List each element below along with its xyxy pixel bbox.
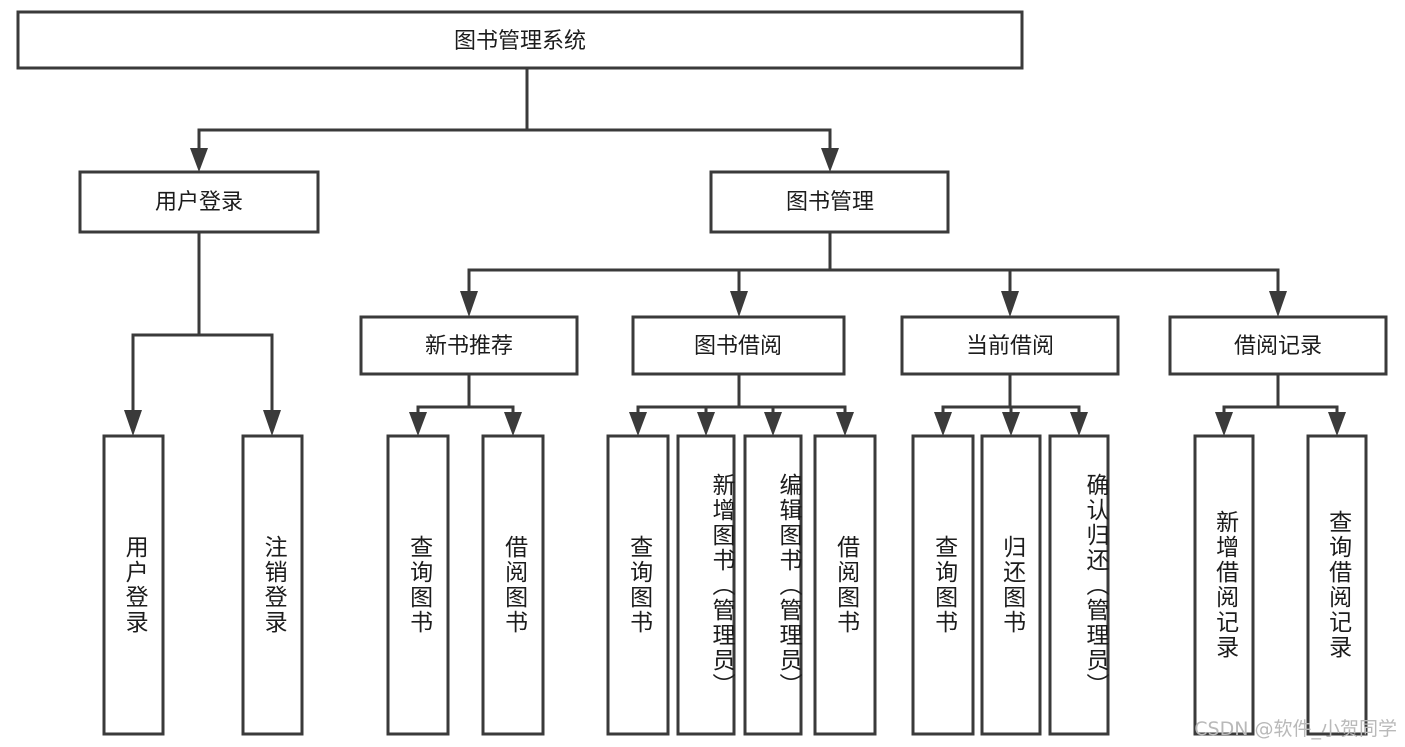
node-label-book-borrow: 图书借阅 bbox=[694, 334, 782, 359]
node-box-leaf-confirm-return[interactable] bbox=[1048, 434, 1110, 736]
csdn-watermark: CSDN @软件_小贺同学 bbox=[1194, 718, 1397, 740]
node-box-current-borrow[interactable] bbox=[900, 315, 1120, 376]
arrow-leaf-user-login bbox=[124, 410, 142, 436]
arrow-to-book-borrow bbox=[730, 291, 748, 317]
node-box-book-manage[interactable] bbox=[709, 170, 950, 234]
nodes-layer: 图书管理系统 用户登录 图书管理 新书推荐 图书借阅 当前借阅 借阅记录 bbox=[16, 10, 1388, 736]
arrow-leaf-query-book-c bbox=[934, 412, 952, 436]
arrow-to-new-book bbox=[460, 291, 478, 317]
arrow-to-book-manage bbox=[821, 148, 839, 172]
node-box-leaf-add-book[interactable] bbox=[676, 434, 736, 736]
node-label-new-book-recommend: 新书推荐 bbox=[425, 334, 513, 359]
node-box-leaf-query-book-a[interactable] bbox=[386, 434, 450, 736]
node-box-leaf-query-record[interactable] bbox=[1306, 434, 1368, 736]
arrow-leaf-borrow-book-a bbox=[504, 412, 522, 436]
connectors-layer bbox=[124, 66, 1346, 436]
arrow-to-user-login bbox=[190, 148, 208, 172]
node-box-user-login[interactable] bbox=[78, 170, 320, 234]
arrow-leaf-query-book-b bbox=[629, 412, 647, 436]
node-box-leaf-query-book-b[interactable] bbox=[606, 434, 670, 736]
arrow-leaf-return-book bbox=[1002, 412, 1020, 436]
arrow-leaf-add-record bbox=[1215, 412, 1233, 436]
node-box-leaf-query-book-c[interactable] bbox=[911, 434, 975, 736]
node-box-book-borrow[interactable] bbox=[631, 315, 846, 376]
node-box-leaf-add-record[interactable] bbox=[1193, 434, 1255, 736]
node-box-leaf-return-book[interactable] bbox=[980, 434, 1042, 736]
node-box-root[interactable] bbox=[16, 10, 1024, 70]
arrow-to-current-borrow bbox=[1001, 291, 1019, 317]
arrow-leaf-edit-book bbox=[764, 412, 782, 436]
arrow-leaf-query-book-a bbox=[409, 412, 427, 436]
node-box-borrow-record[interactable] bbox=[1168, 315, 1388, 376]
node-label-user-login: 用户登录 bbox=[155, 190, 243, 215]
node-label-current-borrow: 当前借阅 bbox=[966, 334, 1054, 359]
arrow-leaf-add-book bbox=[697, 412, 715, 436]
arrow-leaf-logout bbox=[263, 410, 281, 436]
node-label-book-manage: 图书管理 bbox=[786, 190, 874, 215]
node-label-root: 图书管理系统 bbox=[454, 29, 586, 54]
arrow-to-borrow-record bbox=[1269, 291, 1287, 317]
node-box-leaf-borrow-book-a[interactable] bbox=[481, 434, 545, 736]
node-box-leaf-borrow-book-b[interactable] bbox=[813, 434, 877, 736]
arrow-leaf-borrow-book-b bbox=[836, 412, 854, 436]
node-box-leaf-logout[interactable] bbox=[241, 434, 304, 736]
node-box-leaf-edit-book[interactable] bbox=[743, 434, 803, 736]
node-box-new-book-recommend[interactable] bbox=[359, 315, 579, 376]
node-label-borrow-record: 借阅记录 bbox=[1234, 334, 1322, 359]
arrow-leaf-query-record bbox=[1328, 412, 1346, 436]
node-box-leaf-user-login[interactable] bbox=[102, 434, 165, 736]
arrow-leaf-confirm-return bbox=[1070, 412, 1088, 436]
